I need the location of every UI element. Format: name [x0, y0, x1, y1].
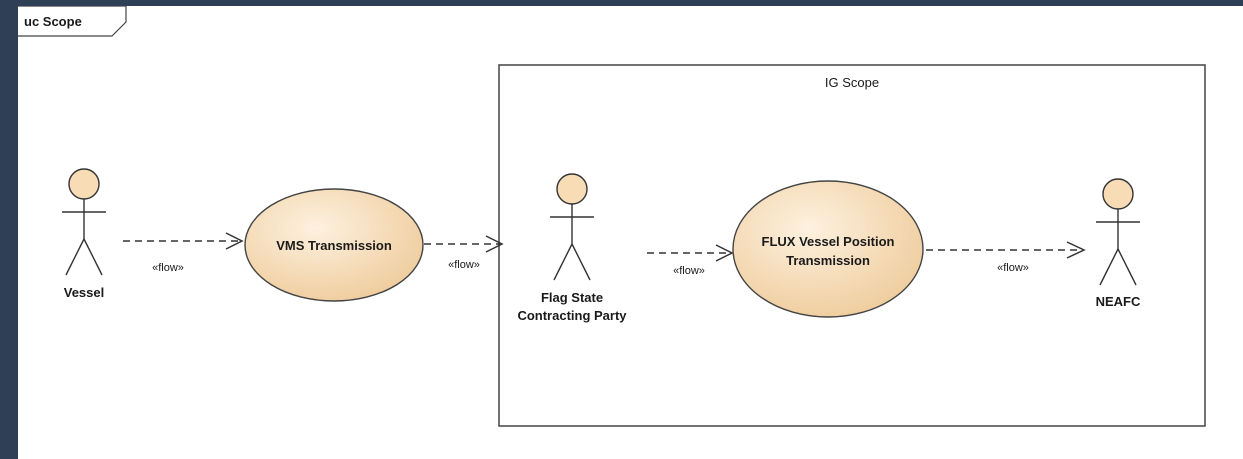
boundary-title: IG Scope — [825, 75, 879, 90]
actor-label-vessel: Vessel — [64, 285, 105, 300]
actor-vessel[interactable] — [62, 168, 106, 276]
arrow-head-icon — [225, 232, 244, 250]
flow-label: «flow» — [152, 262, 184, 274]
diagram-frame: uc Scope — [18, 6, 127, 37]
arrow-head-icon — [1066, 241, 1086, 259]
arrow-head-icon — [715, 244, 734, 262]
use-case-flux-vessel-position[interactable]: FLUX Vessel Position Transmission — [732, 180, 924, 318]
flow-flag-state-to-flux[interactable] — [647, 244, 734, 262]
actor-head-icon — [556, 173, 588, 205]
actor-label-flag-state-line1: Flag State — [541, 290, 603, 305]
diagram-canvas: uc Scope IG Scope Vessel VMS Transmissio… — [18, 6, 1243, 459]
flow-vms-to-flag-state[interactable] — [424, 235, 504, 253]
actor-head-icon — [1102, 178, 1134, 210]
actor-flag-state[interactable] — [550, 173, 594, 281]
actor-head-icon — [68, 168, 100, 200]
flow-label: «flow» — [997, 262, 1029, 274]
actor-neafc[interactable] — [1096, 178, 1140, 286]
use-case-label-vms: VMS Transmission — [276, 238, 392, 253]
use-case-diagram: uc Scope IG Scope Vessel VMS Transmissio… — [18, 6, 1206, 427]
flow-label: «flow» — [448, 259, 480, 271]
use-case-label-flux-line1: FLUX Vessel Position — [762, 234, 895, 249]
actor-label-flag-state-line2: Contracting Party — [517, 308, 627, 323]
flow-flux-to-neafc[interactable] — [926, 241, 1086, 259]
frame-title: uc Scope — [24, 14, 82, 29]
use-case-vms-transmission[interactable]: VMS Transmission — [244, 188, 424, 302]
use-case-label-flux-line2: Transmission — [786, 253, 870, 268]
actor-label-neafc: NEAFC — [1096, 294, 1141, 309]
arrow-head-icon — [485, 235, 504, 253]
flow-vessel-to-vms[interactable] — [123, 232, 244, 250]
flow-label: «flow» — [673, 265, 705, 277]
